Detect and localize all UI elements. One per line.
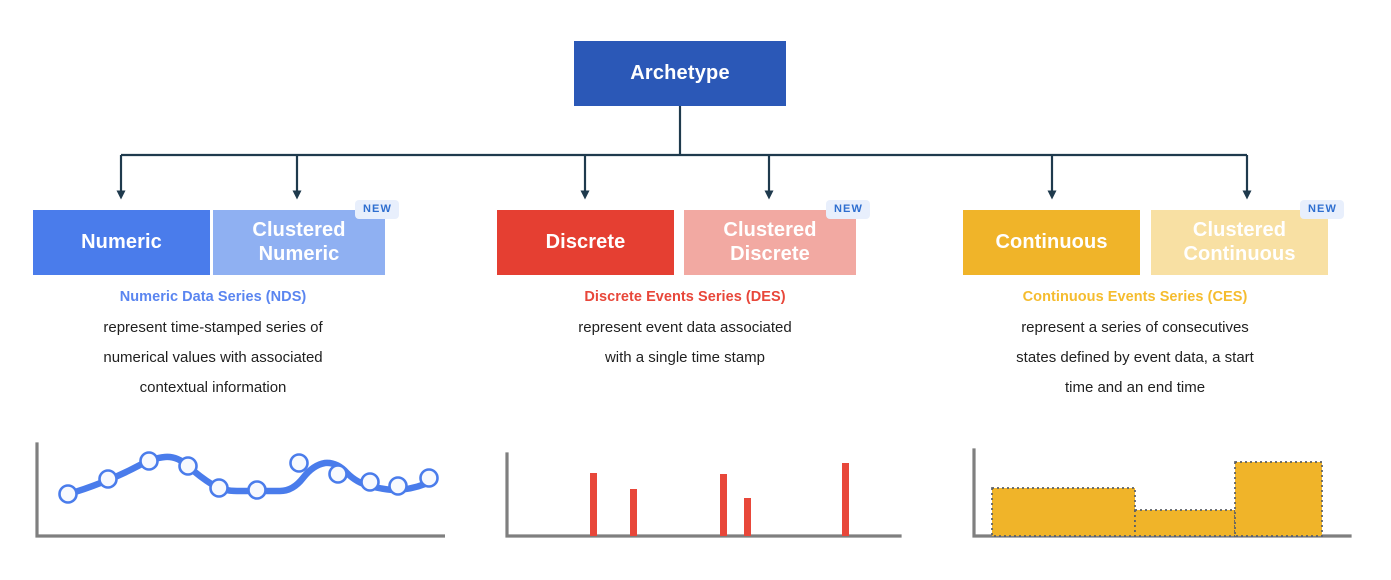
- badge-new-clustered-continuous: NEW: [1300, 200, 1344, 219]
- node-numeric-label: Numeric: [81, 230, 162, 253]
- node-discrete[interactable]: Discrete: [497, 210, 674, 275]
- node-continuous-label: Continuous: [995, 230, 1108, 253]
- chart-discrete-stems: [505, 452, 902, 538]
- node-discrete-label: Discrete: [545, 230, 626, 253]
- chart-continuous-steps: [972, 448, 1352, 538]
- group-title-ces: Continuous Events Series (CES): [1022, 289, 1248, 305]
- chart-numeric-line: [35, 442, 445, 538]
- root-node-label: Archetype: [630, 62, 730, 84]
- badge-new-clustered-discrete: NEW: [826, 200, 870, 219]
- group-title-nds: Numeric Data Series (NDS): [119, 289, 307, 305]
- root-node-archetype[interactable]: Archetype: [574, 41, 786, 106]
- group-title-des: Discrete Events Series (DES): [584, 289, 786, 305]
- node-continuous[interactable]: Continuous: [963, 210, 1140, 275]
- badge-new-clustered-numeric: NEW: [355, 200, 399, 219]
- node-numeric[interactable]: Numeric: [33, 210, 210, 275]
